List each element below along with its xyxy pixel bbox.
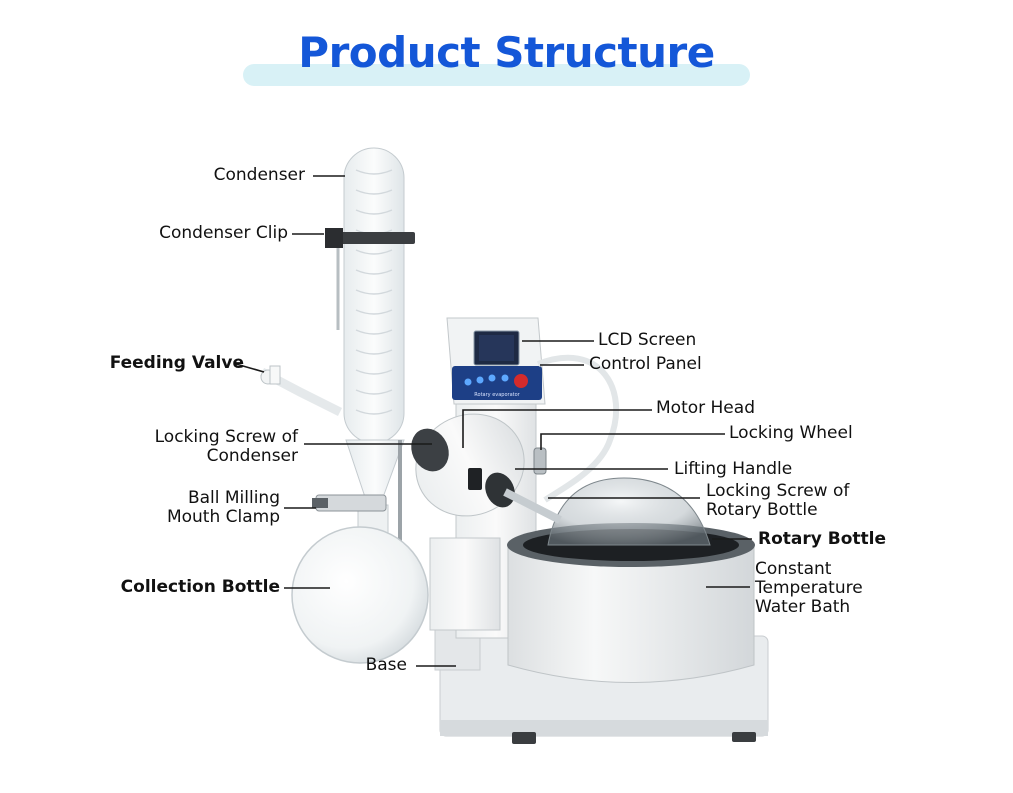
label-locking-screw-rotary: Locking Screw of Rotary Bottle bbox=[706, 482, 849, 520]
rotary-bottle-part bbox=[547, 477, 711, 546]
label-locking-screw-condenser: Locking Screw of Condenser bbox=[155, 428, 298, 466]
label-line: Constant bbox=[755, 559, 832, 579]
label-water-bath: Constant Temperature Water Bath bbox=[755, 560, 863, 617]
motor-head-part bbox=[411, 413, 525, 517]
label-line: Temperature bbox=[755, 578, 863, 598]
condenser-clip-part bbox=[325, 228, 415, 248]
label-lcd-screen: LCD Screen bbox=[598, 330, 697, 350]
label-condenser: Condenser bbox=[213, 165, 305, 185]
label-rotary-bottle: Rotary Bottle bbox=[758, 529, 886, 549]
label-line: Water Bath bbox=[755, 597, 851, 617]
label-line: Condenser bbox=[206, 446, 298, 466]
panel-caption: Rotary evaporator bbox=[474, 392, 520, 398]
label-line: Ball Milling bbox=[187, 488, 280, 508]
control-panel-box: Rotary evaporator bbox=[446, 317, 546, 405]
locking-wheel-part bbox=[533, 447, 547, 475]
label-locking-wheel: Locking Wheel bbox=[729, 423, 853, 443]
rotary-neck bbox=[503, 488, 562, 524]
label-collection-bottle: Collection Bottle bbox=[120, 577, 280, 597]
feeding-valve-part bbox=[259, 365, 343, 417]
title-underline-band bbox=[243, 64, 750, 86]
water-bath-part bbox=[507, 523, 755, 683]
condenser-glass bbox=[336, 147, 405, 515]
tubing bbox=[536, 355, 620, 503]
label-motor-head: Motor Head bbox=[656, 398, 755, 418]
label-line: Mouth Clamp bbox=[166, 507, 280, 527]
label-condenser-clip: Condenser Clip bbox=[159, 223, 288, 243]
leader-lines bbox=[235, 175, 752, 667]
label-line: Locking Screw of bbox=[706, 481, 850, 501]
label-lifting-handle: Lifting Handle bbox=[674, 459, 793, 479]
label-line: Locking Screw of bbox=[154, 427, 298, 447]
label-base: Base bbox=[365, 655, 407, 675]
label-line: Rotary Bottle bbox=[706, 500, 818, 520]
page-title: Product Structure bbox=[298, 28, 715, 77]
collection-flask bbox=[291, 504, 429, 664]
label-feeding-valve: Feeding Valve bbox=[109, 353, 244, 373]
label-control-panel: Control Panel bbox=[589, 354, 702, 374]
ball-milling-clamp-part bbox=[312, 494, 387, 512]
label-ball-milling-clamp: Ball Milling Mouth Clamp bbox=[167, 489, 280, 527]
